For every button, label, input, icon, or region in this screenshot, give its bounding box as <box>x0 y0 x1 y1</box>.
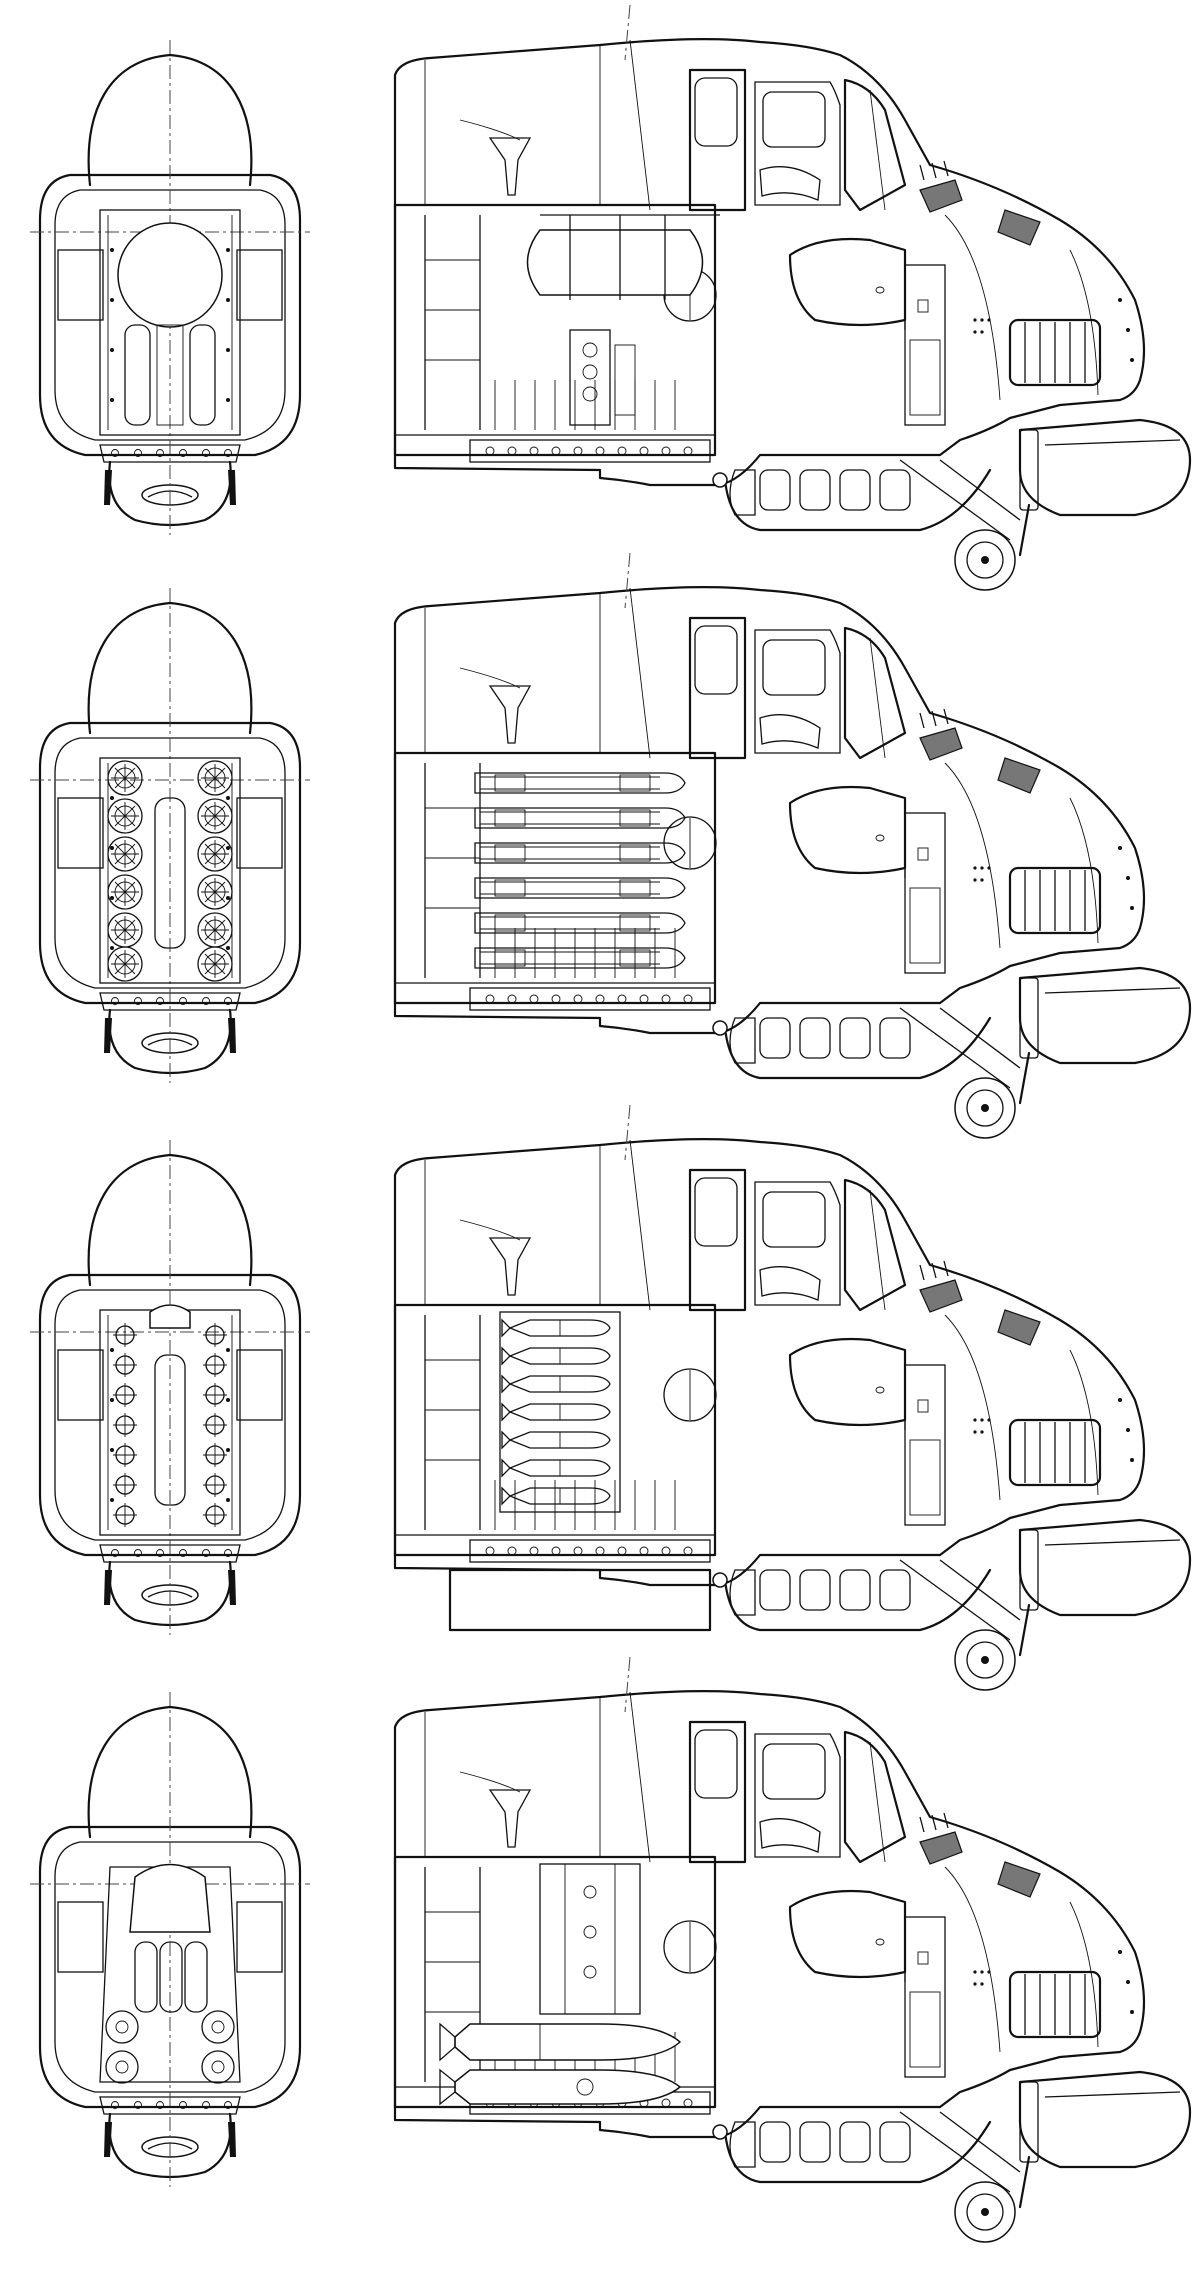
panel-variant-2 <box>28 551 1192 1140</box>
panel-variant-4 <box>28 1655 1192 2244</box>
front-view <box>28 586 312 1085</box>
rocket-pods-front <box>107 760 233 982</box>
side-view <box>393 3 1192 592</box>
bomb-cluster-front <box>112 1304 228 1528</box>
payload-bay <box>393 751 718 1012</box>
payload-bay <box>393 1303 718 1564</box>
front-view <box>28 1690 312 2189</box>
bomb-rack-side <box>499 1311 621 1513</box>
side-view <box>393 1103 1192 1692</box>
fuel-tank-front <box>117 222 223 426</box>
panel-variant-1 <box>28 3 1192 592</box>
front-view <box>28 1138 312 1637</box>
panel-variant-3 <box>28 1103 1192 1692</box>
side-view <box>393 1655 1192 2244</box>
heavy-bomb-side <box>439 1863 682 2106</box>
fuel-tank-side <box>526 214 720 426</box>
side-view <box>393 551 1192 1140</box>
rocket-pods-side <box>474 772 686 969</box>
belly-pannier <box>448 1568 712 1632</box>
heavy-bomb-front <box>99 1863 241 2084</box>
